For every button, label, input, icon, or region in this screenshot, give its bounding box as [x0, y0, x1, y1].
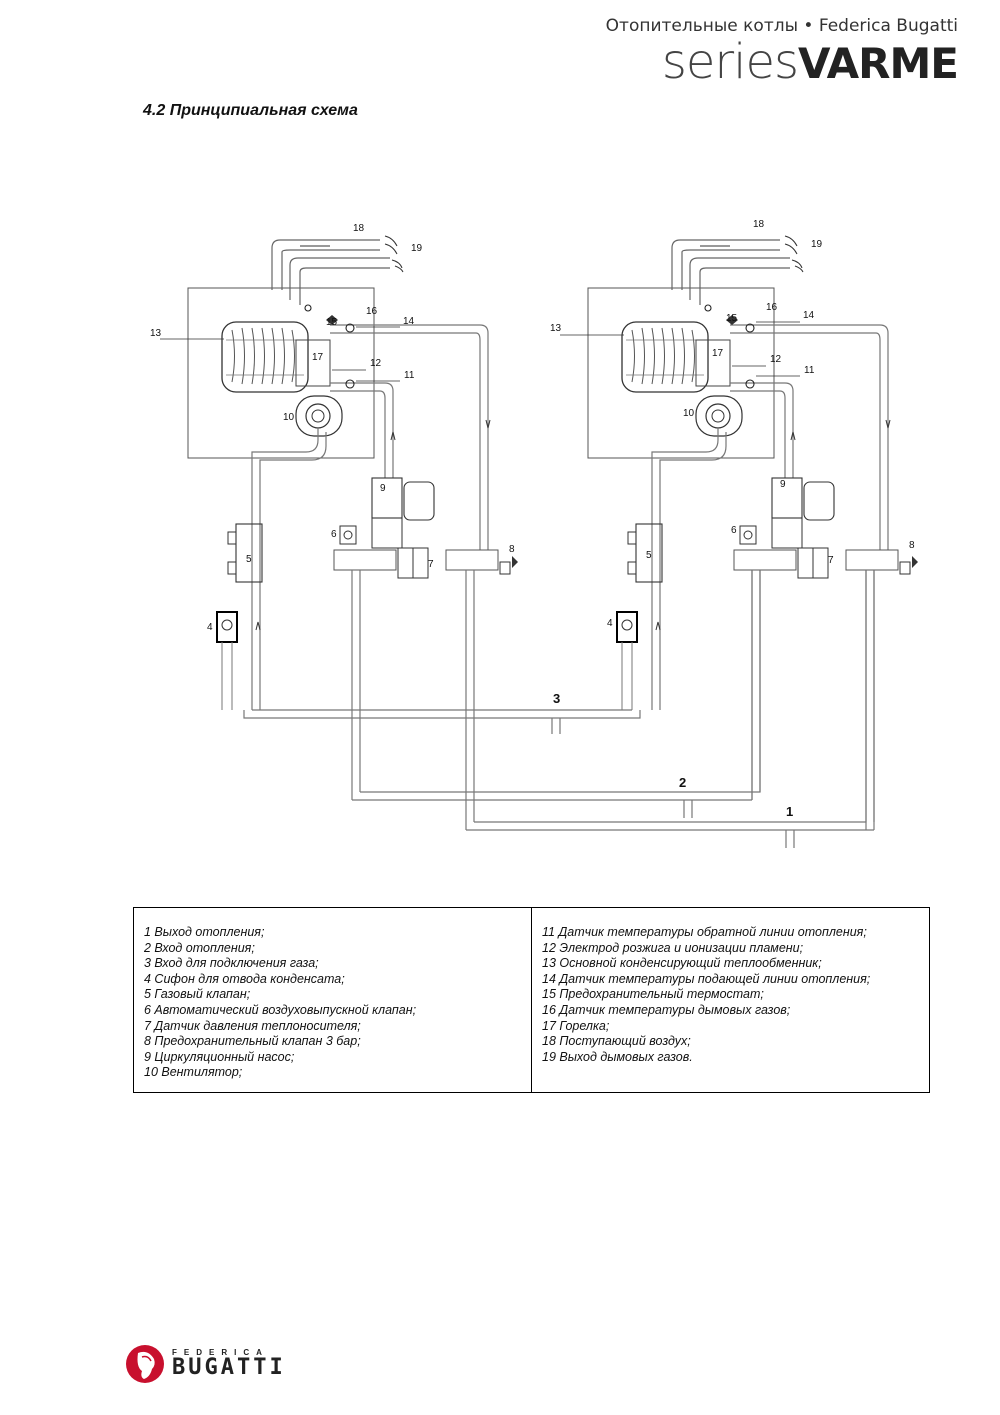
- label-7-left: 7: [428, 559, 434, 570]
- legend-item: 3 Вход для подключения газа;: [144, 956, 319, 971]
- legend-item: 15 Предохранительный термостат;: [542, 987, 764, 1002]
- footer-brand-big: BUGATTI: [172, 1355, 286, 1380]
- legend-item: 19 Выход дымовых газов.: [542, 1049, 693, 1064]
- label-13-right: 13: [550, 323, 562, 334]
- bugatti-emblem-icon: [126, 1345, 164, 1383]
- pipe-label-heating-return: 2: [679, 775, 686, 790]
- boiler-cascade-diagram: 18 19 16 15 14 13 17 12 11 10 9 6 7 8 5 …: [150, 219, 1000, 848]
- footer-brand-logo: FEDERICA BUGATTI: [124, 1343, 286, 1385]
- gas-manifold-pipe: [243, 709, 641, 719]
- label-9-right: 9: [780, 479, 786, 490]
- label-4-right: 4: [607, 618, 613, 629]
- label-10-left: 10: [283, 412, 295, 423]
- section-title: 4.2 Принципиальная схема: [143, 102, 358, 119]
- legend-item: 11 Датчик температуры обратной линии ото…: [542, 925, 867, 939]
- label-15-left: 15: [326, 317, 338, 328]
- legend-item: 12 Электрод розжига и ионизации пламени;: [542, 940, 804, 955]
- label-18-left: 18: [353, 223, 365, 234]
- legend-item: 5 Газовый клапан;: [144, 987, 251, 1002]
- pipe-label-heating-flow: 1: [786, 804, 793, 819]
- legend-item: 17 Горелка;: [542, 1018, 610, 1033]
- label-8-left: 8: [509, 544, 515, 555]
- label-16-left: 16: [366, 306, 378, 317]
- label-5-left: 5: [246, 554, 252, 565]
- label-5-right: 5: [646, 550, 652, 561]
- label-17-left: 17: [312, 352, 324, 363]
- legend-item: 18 Поступающий воздух;: [542, 1034, 691, 1049]
- brand-header: Отопительные котлы • Federica Bugatti se…: [605, 16, 959, 88]
- legend-item: 10 Вентилятор;: [144, 1065, 243, 1080]
- boiler-unit-right: [588, 236, 918, 830]
- legend-item: 16 Датчик температуры дымовых газов;: [542, 1002, 791, 1017]
- legend-table: 1 Выход отопления; 2 Вход отопления; 3 В…: [133, 907, 930, 1093]
- label-18-right: 18: [753, 219, 765, 230]
- label-9-left: 9: [380, 483, 386, 494]
- label-14-left: 14: [403, 316, 415, 327]
- pipe-label-gas: 3: [553, 691, 560, 706]
- brand-series-word: series: [661, 34, 799, 90]
- flow-manifold-pipe: [466, 570, 875, 831]
- label-10-right: 10: [683, 408, 695, 419]
- label-7-right: 7: [828, 555, 834, 566]
- brand-subtitle: Отопительные котлы • Federica Bugatti: [605, 16, 958, 36]
- label-4-left: 4: [207, 622, 213, 633]
- legend-item: 13 Основной конденсирующий теплообменник…: [542, 956, 822, 971]
- label-11-right: 11: [804, 365, 815, 376]
- legend-item: 9 Циркуляционный насос;: [144, 1049, 295, 1064]
- label-6-left: 6: [331, 529, 337, 540]
- label-13-left: 13: [150, 328, 162, 339]
- label-16-right: 16: [766, 302, 778, 313]
- legend-item: 14 Датчик температуры подающей линии ото…: [542, 971, 871, 986]
- label-15-right: 15: [726, 313, 738, 324]
- legend-item: 4 Сифон для отвода конденсата;: [144, 971, 345, 986]
- label-19-right: 19: [811, 239, 823, 250]
- brand-model-word: VARME: [798, 39, 959, 88]
- legend-item: 2 Вход отопления;: [144, 940, 255, 955]
- footer-brand-small: FEDERICA: [172, 1348, 269, 1357]
- legend-item: 7 Датчик давления теплоносителя;: [144, 1018, 361, 1033]
- legend-item: 1 Выход отопления;: [144, 925, 265, 939]
- label-6-right: 6: [731, 525, 737, 536]
- label-14-right: 14: [803, 310, 815, 321]
- label-17-right: 17: [712, 348, 724, 359]
- legend-item: 6 Автоматический воздуховыпускной клапан…: [144, 1002, 417, 1017]
- label-12-left: 12: [370, 358, 382, 369]
- label-19-left: 19: [411, 243, 423, 254]
- legend-item: 8 Предохранительный клапан 3 бар;: [144, 1034, 361, 1049]
- label-8-right: 8: [909, 540, 915, 551]
- boiler-unit-left: [188, 236, 518, 830]
- legend-column-right: 11 Датчик температуры обратной линии ото…: [531, 908, 929, 1092]
- label-12-right: 12: [770, 354, 782, 365]
- legend-column-left: 1 Выход отопления; 2 Вход отопления; 3 В…: [134, 908, 531, 1092]
- return-manifold-pipe: [352, 570, 761, 801]
- brand-series-line: seriesVARME: [606, 38, 959, 88]
- label-11-left: 11: [404, 370, 415, 381]
